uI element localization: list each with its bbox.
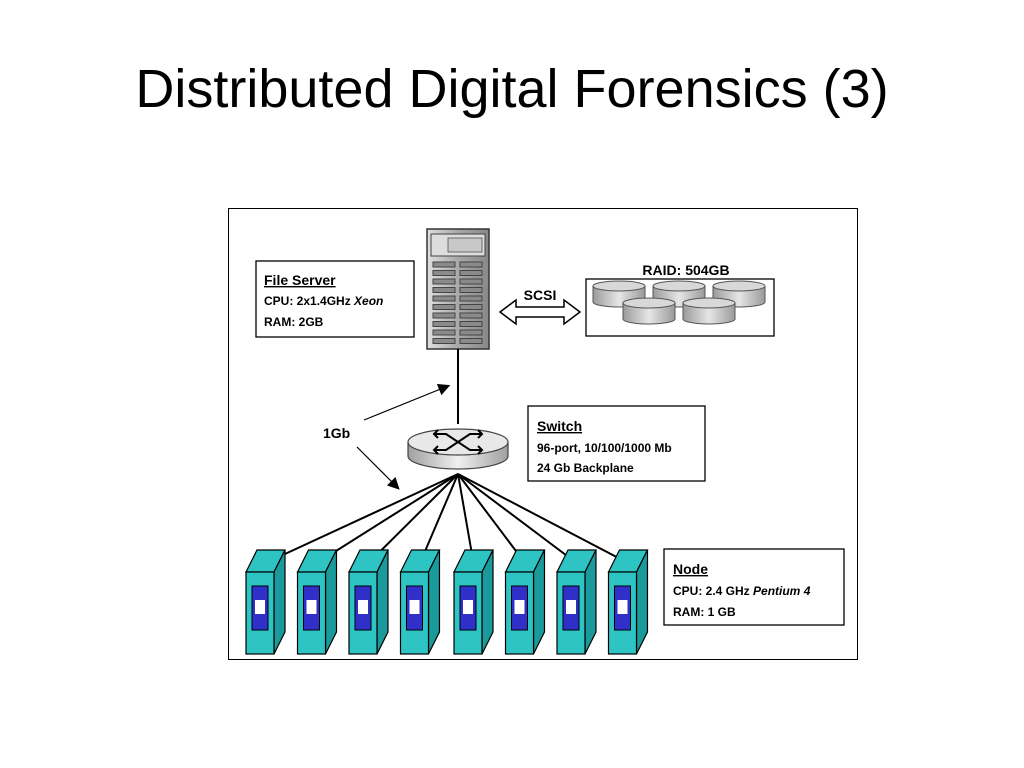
node-link	[457, 473, 629, 564]
server-slot	[432, 304, 456, 310]
server-slot	[459, 261, 483, 268]
compute-nodes	[245, 549, 649, 655]
server-slot	[459, 312, 483, 319]
server-slot	[432, 329, 456, 336]
server-slot	[432, 338, 456, 344]
raid-array: RAID: 504GB	[585, 262, 775, 337]
switch-heading: Switch	[537, 418, 582, 434]
server-slot	[459, 278, 483, 285]
server-slot	[459, 270, 483, 276]
file-server-info: File Server CPU: 2x1.4GHz Xeon RAM: 2GB	[255, 260, 415, 338]
bandwidth-arrow-down	[356, 446, 400, 490]
server-slot	[459, 338, 483, 344]
disk-icon	[622, 297, 676, 325]
node-icon	[348, 549, 389, 655]
server-slot	[432, 278, 456, 285]
switch-backplane: 24 Gb Backplane	[537, 461, 634, 475]
file-server-heading: File Server	[264, 272, 336, 288]
node-ram: RAM: 1 GB	[673, 605, 736, 619]
server-slot	[432, 287, 456, 293]
switch-info: Switch 96-port, 10/100/1000 Mb 24 Gb Bac…	[527, 405, 706, 482]
server-slot	[432, 321, 456, 327]
node-icon	[607, 549, 649, 655]
raid-disks	[592, 280, 766, 325]
bandwidth-arrow-up	[363, 384, 451, 421]
file-server-cpu: CPU: 2x1.4GHz Xeon	[264, 294, 383, 308]
node-info: Node CPU: 2.4 GHz Pentium 4 RAM: 1 GB	[663, 548, 845, 626]
bandwidth-annotation: 1Gb	[323, 384, 451, 490]
server-slot	[432, 270, 456, 276]
node-cpu: CPU: 2.4 GHz Pentium 4	[673, 584, 811, 598]
node-icon	[296, 549, 338, 655]
server-slot	[432, 312, 456, 319]
server-slot	[432, 261, 456, 268]
node-link	[419, 473, 459, 564]
file-server-icon	[426, 228, 490, 350]
node-link	[457, 473, 526, 564]
node-link	[367, 473, 459, 564]
switch-ports: 96-port, 10/100/1000 Mb	[537, 441, 672, 455]
switch-icon	[407, 428, 509, 470]
server-slot	[432, 295, 456, 302]
server-slot	[459, 304, 483, 310]
scsi-connector: SCSI	[498, 287, 582, 326]
node-link	[316, 473, 459, 564]
server-slot	[459, 287, 483, 293]
server-slot	[459, 321, 483, 327]
raid-label: RAID: 504GB	[642, 262, 729, 278]
node-icon	[399, 549, 441, 655]
node-icon	[504, 549, 546, 655]
node-link	[457, 473, 578, 564]
file-server-ram: RAM: 2GB	[264, 315, 324, 329]
scsi-label: SCSI	[524, 287, 557, 303]
server-slot	[459, 295, 483, 302]
bandwidth-label: 1Gb	[323, 425, 350, 441]
server-slot	[459, 329, 483, 336]
node-icon	[245, 549, 286, 655]
node-heading: Node	[673, 561, 708, 577]
node-icon	[556, 549, 597, 655]
node-link	[457, 473, 475, 564]
diagram-frame	[228, 208, 858, 660]
disk-icon	[682, 297, 736, 325]
node-icon	[453, 549, 494, 655]
node-links	[265, 473, 629, 564]
node-link	[265, 473, 459, 564]
slide-title: Distributed Digital Forensics (3)	[135, 59, 889, 119]
